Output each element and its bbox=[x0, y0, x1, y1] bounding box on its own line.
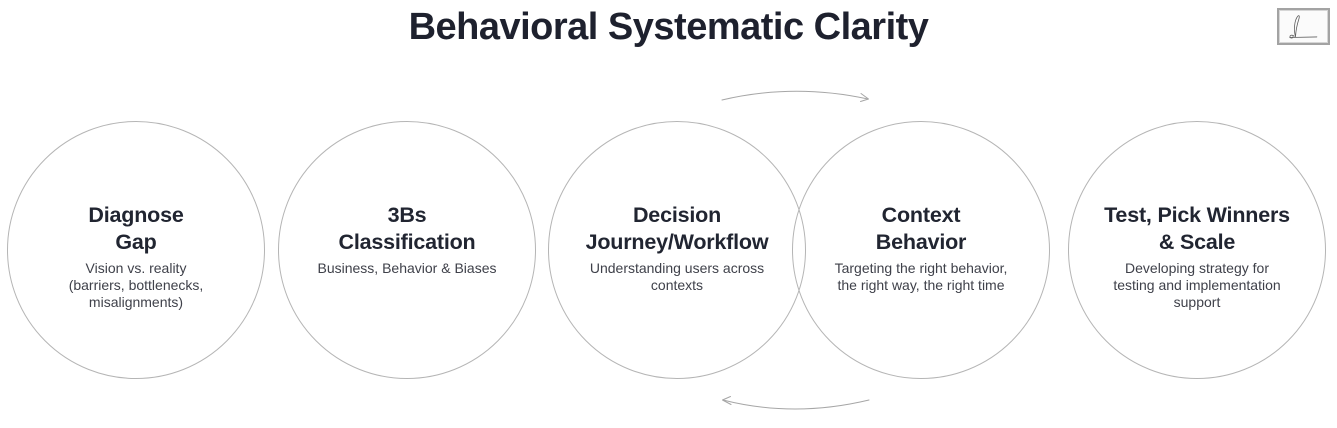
step-circle-test-pick-winners-scale: Test, Pick Winners & Scale Developing st… bbox=[1068, 121, 1326, 379]
signature-icon bbox=[1289, 15, 1318, 39]
page-title: Behavioral Systematic Clarity bbox=[408, 6, 929, 48]
step-circle-decision-journey-workflow: Decision Journey/Workflow Understanding … bbox=[548, 121, 806, 379]
signature-logo bbox=[1277, 8, 1330, 45]
step-heading: Diagnose Gap bbox=[88, 203, 184, 254]
step-heading: Context Behavior bbox=[875, 203, 967, 254]
step-description: Understanding users across contexts bbox=[589, 260, 765, 293]
step-description: Vision vs. reality (barriers, bottleneck… bbox=[68, 260, 204, 310]
arrow-forward-icon bbox=[721, 90, 869, 102]
step-circle-context-behavior: Context Behavior Targeting the right beh… bbox=[792, 121, 1050, 379]
step-heading: Test, Pick Winners & Scale bbox=[1104, 203, 1290, 254]
step-description: Business, Behavior & Biases bbox=[317, 260, 497, 276]
step-text: 3Bs Classification Business, Behavior & … bbox=[265, 202, 549, 277]
step-text: Context Behavior Targeting the right beh… bbox=[779, 202, 1063, 294]
step-description: Targeting the right behavior, the right … bbox=[834, 260, 1008, 293]
step-circle-3bs-classification: 3Bs Classification Business, Behavior & … bbox=[278, 121, 536, 379]
step-text: Test, Pick Winners & Scale Developing st… bbox=[1055, 202, 1337, 311]
step-heading: Decision Journey/Workflow bbox=[585, 203, 769, 254]
arrow-backward-icon bbox=[722, 396, 870, 410]
step-heading: 3Bs Classification bbox=[338, 203, 476, 254]
step-text: Decision Journey/Workflow Understanding … bbox=[535, 202, 819, 294]
step-text: Diagnose Gap Vision vs. reality (barrier… bbox=[0, 202, 278, 311]
step-description: Developing strategy for testing and impl… bbox=[1113, 260, 1281, 310]
step-circle-diagnose-gap: Diagnose Gap Vision vs. reality (barrier… bbox=[7, 121, 265, 379]
